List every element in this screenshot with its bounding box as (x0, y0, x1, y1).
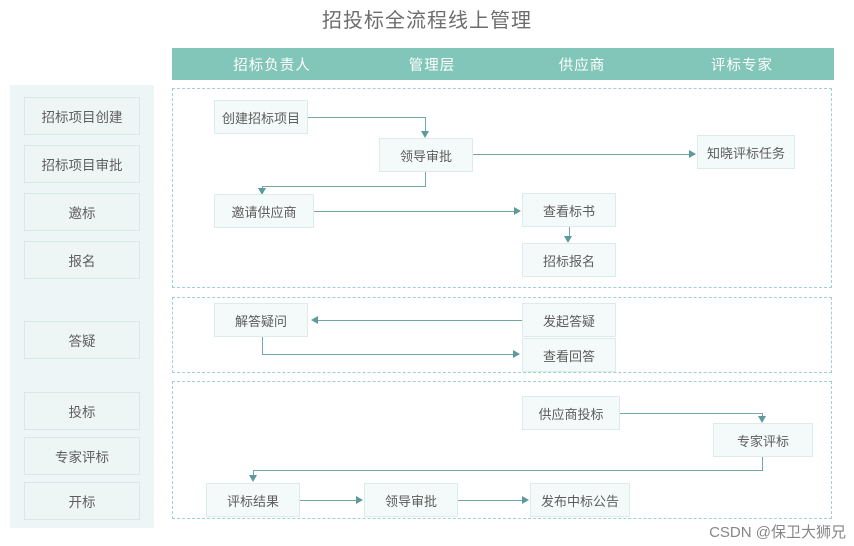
arrowhead-approval-to-expert (689, 150, 696, 158)
edge-approval-to-invite-v1 (425, 172, 427, 187)
node-leader-approval-1[interactable]: 领导审批 (379, 138, 473, 172)
edge-expert-to-result-h (253, 470, 763, 472)
node-view-answer: 查看回答 (522, 338, 616, 372)
lane-header-bar: 招标负责人 管理层 供应商 评标专家 (172, 48, 834, 80)
watermark: CSDN @保卫大狮兄 (709, 524, 846, 541)
node-expert-review[interactable]: 专家评标 (713, 423, 813, 457)
node-bid-registration[interactable]: 招标报名 (522, 243, 616, 277)
arrowhead-invite-to-view (514, 207, 521, 215)
node-leader-approval-2[interactable]: 领导审批 (364, 483, 458, 517)
edge-answer-to-view-h (262, 354, 514, 356)
arrowhead-view-to-register (564, 236, 572, 243)
node-create-bid-project[interactable]: 创建招标项目 (214, 100, 308, 134)
edge-approval-to-expert-h (473, 154, 689, 156)
edge-raise-to-answer-h (318, 320, 522, 322)
sidebar-item-qa[interactable]: 答疑 (24, 321, 140, 359)
lane-label-supplier: 供应商 (558, 57, 606, 74)
node-answer-question[interactable]: 解答疑问 (214, 303, 308, 337)
edge-expert-to-result-v2 (253, 470, 255, 476)
edge-approval-to-publish-h (458, 500, 522, 502)
edge-expert-to-result-v1 (762, 457, 764, 471)
arrowhead-approval-to-publish (522, 496, 529, 504)
sidebar-item-bid-opening[interactable]: 开标 (24, 482, 140, 520)
lane-label-management: 管理层 (408, 57, 456, 74)
node-raise-question[interactable]: 发起答疑 (522, 303, 616, 337)
arrowhead-approval-to-invite (258, 188, 266, 195)
sidebar-item-expert-review[interactable]: 专家评标 (24, 437, 140, 475)
page-title: 招投标全流程线上管理 (322, 10, 532, 32)
arrowhead-answer-to-view (513, 350, 520, 358)
node-invite-supplier[interactable]: 邀请供应商 (214, 194, 314, 228)
edge-bid-to-expert-v (762, 413, 764, 417)
section-bidding-setup (172, 88, 832, 288)
edge-create-to-approval-v (425, 117, 427, 132)
edge-answer-to-view-v (262, 337, 264, 355)
node-supplier-bid[interactable]: 供应商投标 (522, 396, 620, 430)
node-review-result[interactable]: 评标结果 (206, 483, 300, 517)
arrowhead-bid-to-expert (758, 416, 766, 423)
edge-approval-to-invite-h (262, 186, 426, 188)
section-tender-evaluation (172, 381, 832, 519)
edge-result-to-approval-h (300, 500, 356, 502)
sidebar-item-project-approval[interactable]: 招标项目审批 (24, 145, 140, 183)
sidebar-item-registration[interactable]: 报名 (24, 241, 140, 279)
edge-bid-to-expert-h (620, 413, 763, 415)
node-know-review-task[interactable]: 知晓评标任务 (697, 135, 795, 169)
lane-label-expert: 评标专家 (711, 57, 773, 74)
arrowhead-raise-to-answer (311, 316, 318, 324)
lane-label-bid-owner: 招标负责人 (233, 57, 311, 74)
edge-view-to-register-v (569, 227, 571, 237)
arrowhead-create-to-approval (421, 131, 429, 138)
edge-invite-to-view-h (314, 211, 514, 213)
node-view-bid-document[interactable]: 查看标书 (522, 193, 616, 227)
node-publish-result[interactable]: 发布中标公告 (530, 483, 630, 517)
arrowhead-expert-to-result (249, 475, 257, 482)
edge-create-to-approval-h (308, 117, 426, 119)
sidebar: 招标项目创建 招标项目审批 邀标 报名 答疑 投标 专家评标 开标 (10, 85, 154, 528)
sidebar-item-invite-bid[interactable]: 邀标 (24, 193, 140, 231)
section-qa (172, 297, 832, 373)
sidebar-item-project-create[interactable]: 招标项目创建 (24, 97, 140, 135)
sidebar-item-tender[interactable]: 投标 (24, 392, 140, 430)
arrowhead-result-to-approval (356, 496, 363, 504)
